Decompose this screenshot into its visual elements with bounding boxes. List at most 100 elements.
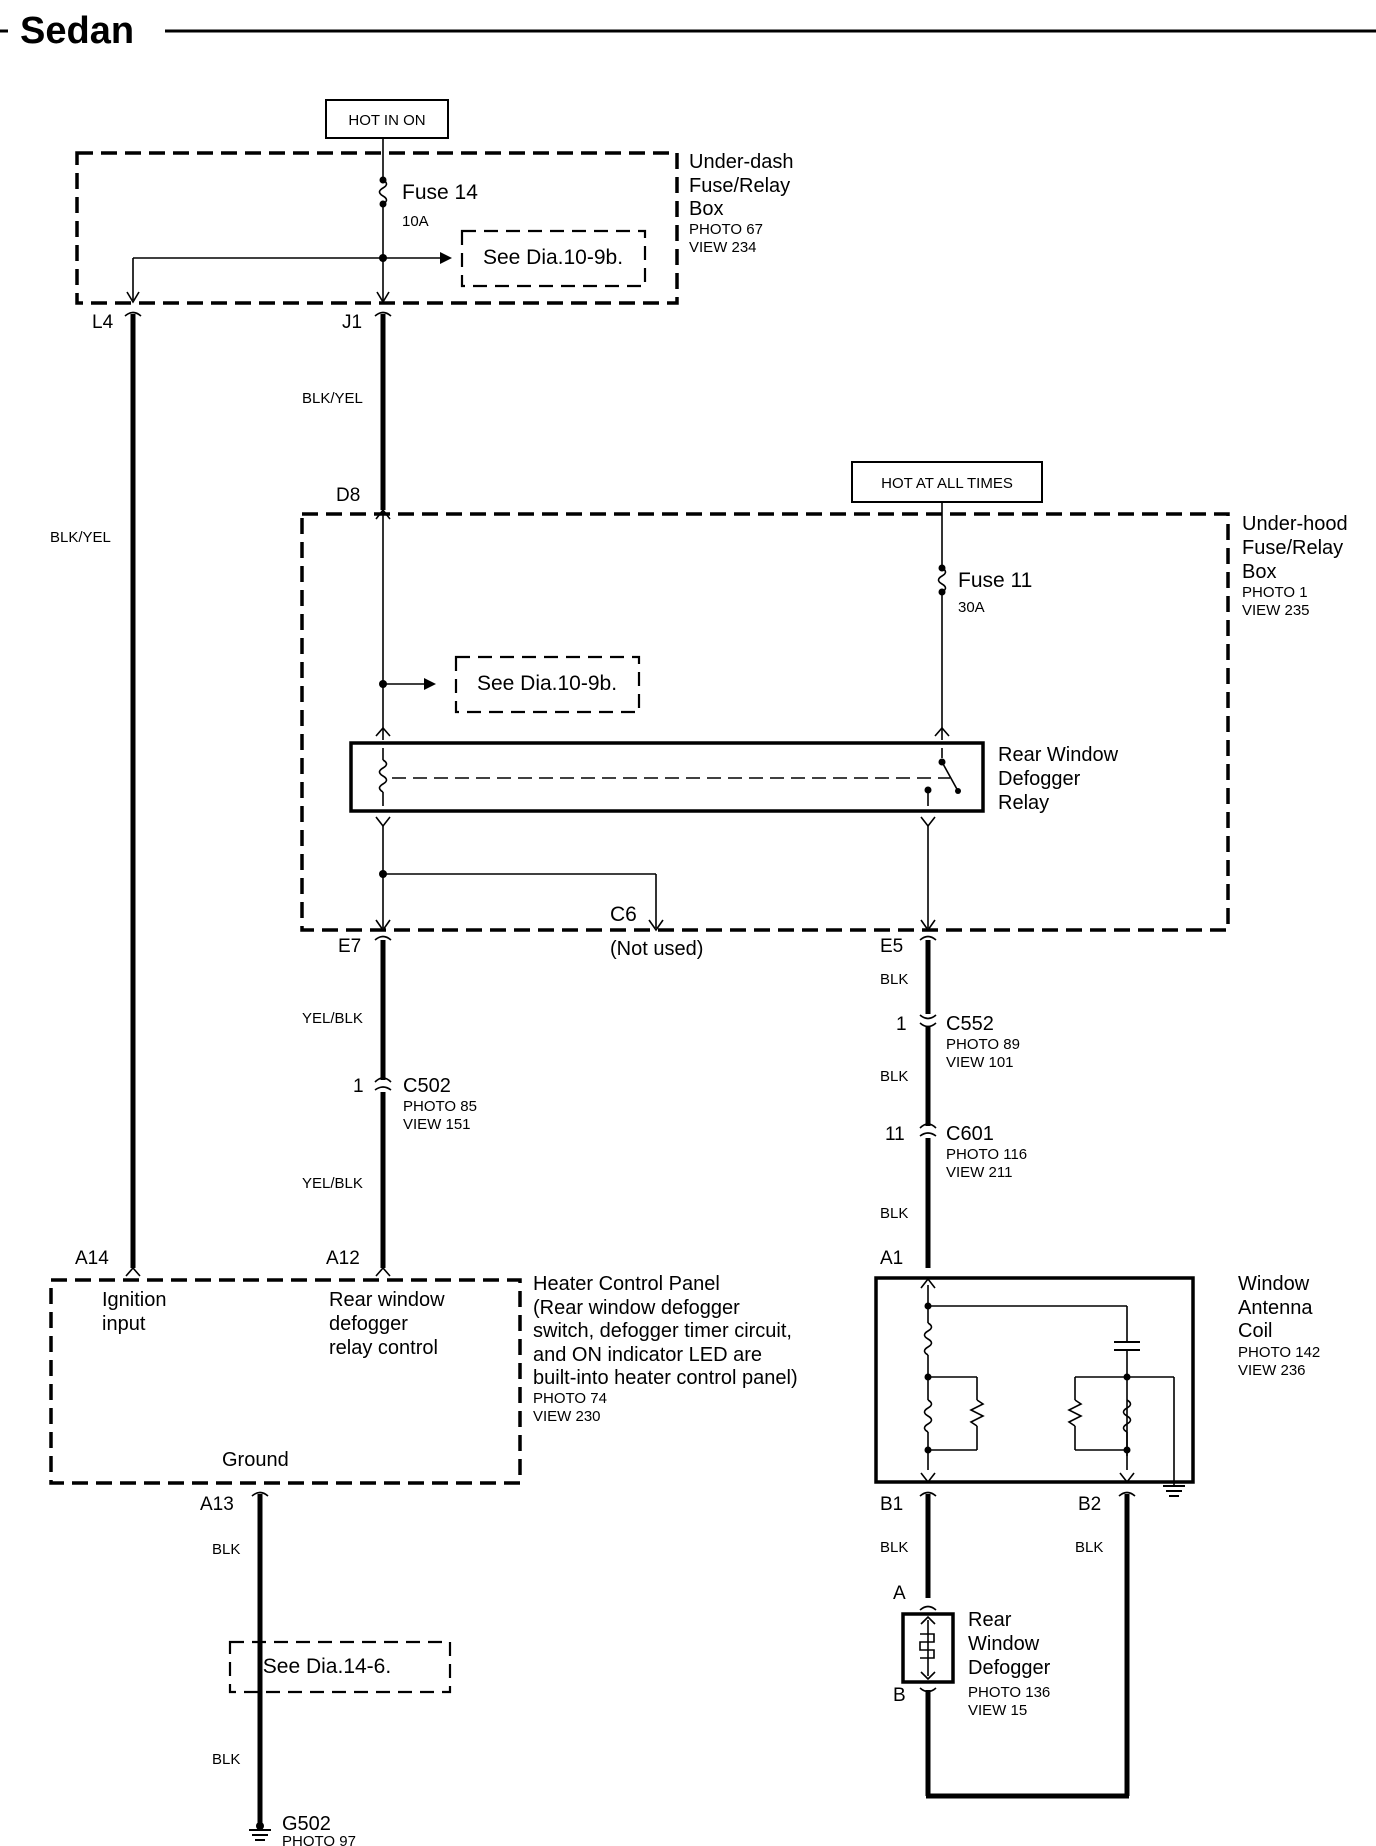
under-dash-fuse-relay-box: See Dia.10-9b. Fuse 14 10A Under-dash Fu…: [75, 138, 794, 305]
svg-text:See Dia.14-6.: See Dia.14-6.: [263, 1655, 391, 1678]
connector-b2: [1118, 1491, 1136, 1497]
svg-text:Fuse/Relay: Fuse/Relay: [1242, 537, 1343, 559]
svg-text:Antenna: Antenna: [1238, 1297, 1313, 1319]
fuse-11-rating: 30A: [958, 599, 985, 616]
connector-e7: [374, 935, 392, 941]
svg-text:relay control: relay control: [329, 1337, 438, 1359]
connector-j1: [374, 311, 392, 317]
svg-text:BLK/YEL: BLK/YEL: [302, 390, 363, 407]
svg-text:1: 1: [353, 1076, 364, 1097]
connector-l4: [124, 311, 142, 317]
svg-text:Fuse/Relay: Fuse/Relay: [689, 175, 790, 197]
c6-not-used: (Not used): [610, 938, 703, 960]
fuse-14-rating: 10A: [402, 213, 429, 230]
svg-text:PHOTO 136: PHOTO 136: [968, 1684, 1050, 1701]
svg-text:PHOTO 142: PHOTO 142: [1238, 1344, 1320, 1361]
svg-text:VIEW 230: VIEW 230: [533, 1408, 601, 1425]
pin-e5: E5: [880, 936, 903, 957]
connector-e5: [919, 935, 937, 941]
svg-text:BLK/YEL: BLK/YEL: [50, 529, 111, 546]
ground-point-name: G502: [282, 1813, 331, 1835]
ground-label: Ground: [222, 1449, 289, 1471]
pin-j1: J1: [342, 312, 362, 333]
svg-text:Under-hood: Under-hood: [1242, 513, 1348, 535]
svg-text:VIEW 101: VIEW 101: [946, 1054, 1014, 1071]
inductor-icon: [923, 1322, 933, 1356]
svg-text:Under-dash: Under-dash: [689, 151, 794, 173]
pin-b1: B1: [880, 1494, 903, 1515]
svg-text:BLK: BLK: [212, 1751, 240, 1768]
svg-text:(Rear window defogger: (Rear window defogger: [533, 1297, 740, 1319]
relay-switch-contact: [941, 761, 959, 792]
svg-text:PHOTO 67: PHOTO 67: [689, 221, 763, 238]
pin-c6: C6: [610, 903, 637, 926]
connector-a13: [251, 1491, 269, 1497]
svg-text:Defogger: Defogger: [998, 768, 1081, 790]
fuse-14-symbol: [378, 179, 388, 205]
svg-text:BLK: BLK: [212, 1541, 240, 1558]
svg-text:BLK: BLK: [880, 1539, 908, 1556]
svg-text:1: 1: [896, 1014, 907, 1035]
svg-text:defogger: defogger: [329, 1313, 408, 1335]
see-dia-10-9b-mid: [454, 655, 641, 714]
svg-text:C601: C601: [946, 1123, 994, 1145]
fuse-11-symbol: [937, 567, 947, 593]
chassis-ground-icon: [1163, 1485, 1185, 1497]
svg-text:PHOTO 1: PHOTO 1: [1242, 584, 1308, 601]
svg-text:Box: Box: [689, 198, 723, 220]
fuse-11-name: Fuse 11: [958, 569, 1032, 592]
relay-coil-icon: [378, 759, 388, 793]
rear-window-defogger-relay: [349, 726, 985, 828]
see-dia-10-9b-top: [460, 229, 647, 288]
svg-text:PHOTO 74: PHOTO 74: [533, 1390, 607, 1407]
connector-c502: 1 C502 PHOTO 85 VIEW 151: [353, 1075, 477, 1133]
svg-text:Window: Window: [1238, 1273, 1310, 1295]
pin-a12: A12: [326, 1248, 360, 1269]
svg-text:YEL/BLK: YEL/BLK: [302, 1010, 363, 1027]
heater-grid-icon: [919, 1633, 935, 1659]
resistor-icon: [969, 1399, 985, 1427]
ground-icon: [249, 1822, 271, 1841]
svg-text:PHOTO 116: PHOTO 116: [946, 1146, 1027, 1163]
ground-point-photo: PHOTO 97: [282, 1833, 356, 1846]
svg-text:Box: Box: [1242, 561, 1276, 583]
hot-at-all-times-label: HOT AT ALL TIMES: [881, 475, 1013, 492]
svg-text:PHOTO 89: PHOTO 89: [946, 1036, 1020, 1053]
pin-e7: E7: [338, 936, 361, 957]
pin-b2: B2: [1078, 1494, 1101, 1515]
svg-text:Rear: Rear: [968, 1609, 1012, 1631]
rear-window-defogger: [901, 1612, 955, 1684]
svg-text:PHOTO 85: PHOTO 85: [403, 1098, 477, 1115]
svg-text:See Dia.10-9b.: See Dia.10-9b.: [483, 246, 623, 269]
connector-b1: [919, 1491, 937, 1497]
pin-l4: L4: [92, 312, 114, 333]
connector-c601: 11 C601 PHOTO 116 VIEW 211: [885, 1123, 1027, 1181]
svg-text:VIEW 211: VIEW 211: [946, 1164, 1012, 1181]
svg-text:C552: C552: [946, 1013, 994, 1035]
see-dia-14-6: [228, 1640, 452, 1694]
svg-text:VIEW 236: VIEW 236: [1238, 1362, 1306, 1379]
svg-text:Coil: Coil: [1238, 1320, 1272, 1342]
svg-text:Heater Control Panel: Heater Control Panel: [533, 1273, 720, 1295]
svg-text:VIEW 151: VIEW 151: [403, 1116, 471, 1133]
svg-text:VIEW 234: VIEW 234: [689, 239, 757, 256]
svg-text:YEL/BLK: YEL/BLK: [302, 1175, 363, 1192]
hot-at-all-times-source: HOT AT ALL TIMES: [851, 461, 1043, 503]
window-antenna-coil: [874, 1276, 1195, 1497]
svg-text:C502: C502: [403, 1075, 451, 1097]
pin-a13: A13: [200, 1494, 234, 1515]
connector-c552: 1 C552 PHOTO 89 VIEW 101: [896, 1013, 1020, 1071]
pin-a1: A1: [880, 1248, 903, 1269]
svg-text:built-into heater control pane: built-into heater control panel): [533, 1367, 798, 1389]
svg-text:Window: Window: [968, 1633, 1040, 1655]
svg-text:BLK: BLK: [1075, 1539, 1103, 1556]
svg-text:switch, defogger timer circuit: switch, defogger timer circuit,: [533, 1320, 792, 1342]
svg-text:and ON indicator LED are: and ON indicator LED are: [533, 1344, 762, 1366]
svg-text:VIEW 235: VIEW 235: [1242, 602, 1310, 619]
svg-text:BLK: BLK: [880, 971, 908, 988]
diagram-title: Sedan: [20, 10, 134, 52]
svg-text:Ignition: Ignition: [102, 1289, 167, 1311]
svg-text:input: input: [102, 1313, 146, 1335]
svg-text:See Dia.10-9b.: See Dia.10-9b.: [477, 672, 617, 695]
